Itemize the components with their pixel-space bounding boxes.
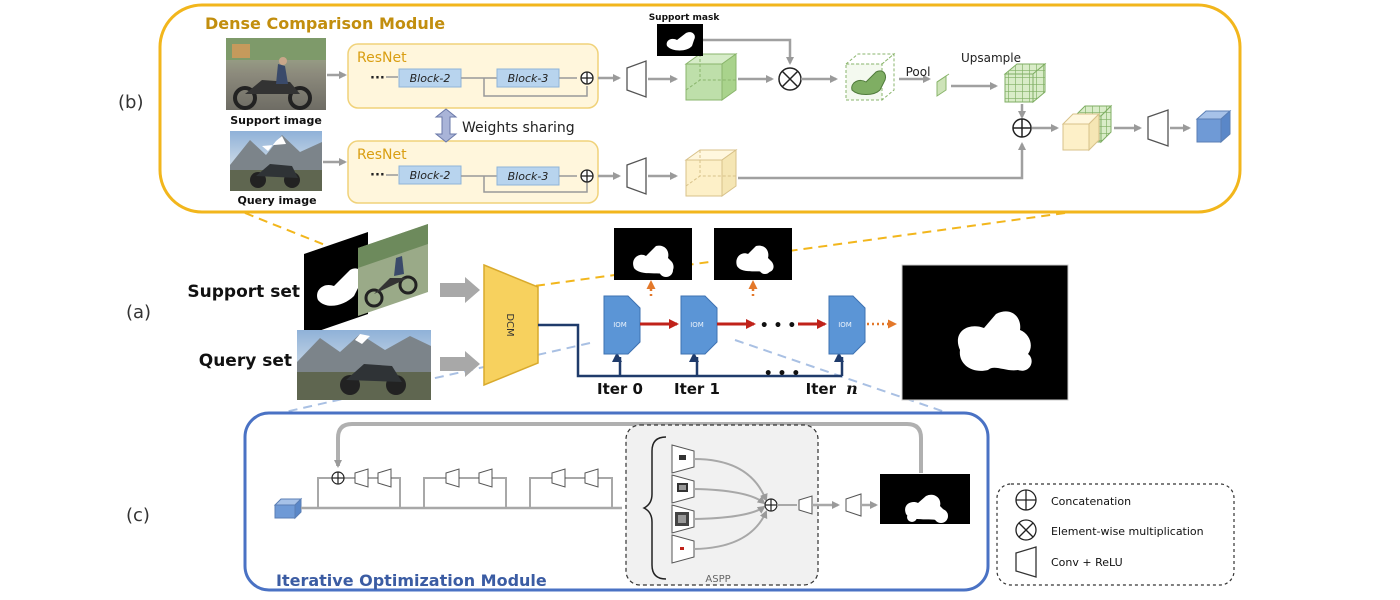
dcm-output-cube (1195, 109, 1232, 144)
legend-conv-icon (1015, 546, 1037, 578)
support-mask-image (657, 24, 703, 56)
iom-input-cube (273, 497, 303, 520)
block3-bottom-label: Block-3 (508, 170, 549, 183)
iom-border (243, 411, 990, 592)
masked-feature-cube (844, 52, 896, 101)
panel-a-label: (a) (126, 302, 151, 323)
concat-icon-merge (1012, 118, 1032, 138)
dense-comparison-module: Dense Comparison Module (b) Support imag… (118, 3, 1242, 214)
aspp-branch-4 (671, 534, 695, 564)
query-set-label: Query set (199, 351, 292, 371)
pool-label: Pool (906, 65, 931, 79)
query-feature-cube (684, 149, 738, 197)
dcm-block-label: DCM (504, 313, 515, 336)
resnet-bottom-label: ResNet (357, 147, 407, 163)
concatenated-feature-cube (1061, 104, 1113, 152)
dcm-to-iter-line (538, 323, 842, 378)
iom-block-n-label: IOM (838, 321, 852, 329)
block2-bottom (398, 165, 462, 185)
iom-connector-left (284, 342, 591, 413)
aspp-concat-icon (764, 498, 778, 512)
main-pipeline: (a) Support set Query set (126, 224, 1069, 401)
concat-icon-top (580, 71, 594, 85)
conv-relu-icon-bottom (626, 157, 647, 195)
query-set-photo (297, 330, 431, 400)
weights-sharing-arrow-icon (434, 108, 458, 143)
resnet-top: ResNet ··· Block-2 Block-3 (347, 43, 599, 109)
concat-icon-bottom (580, 169, 594, 183)
upsampled-feature-cube (1003, 62, 1047, 104)
support-image-label: Support image (230, 114, 322, 127)
dcm-border (158, 3, 1242, 214)
legend: Concatenation Element-wise multiplicatio… (996, 483, 1235, 586)
feedback-loop (334, 422, 923, 473)
residual-block-3 (529, 468, 613, 508)
iter-n-var: n (846, 379, 858, 398)
resnet-bottom-ellipsis: ··· (370, 168, 385, 183)
query-image-label: Query image (237, 194, 316, 207)
legend-conv-label: Conv + ReLU (1051, 556, 1123, 569)
iter-n-prefix: Iter (806, 380, 837, 398)
block3-top-label: Block-3 (508, 72, 549, 85)
final-mask (902, 265, 1068, 400)
block2-top-label: Block-2 (410, 72, 451, 85)
upsample-label: Upsample (961, 51, 1021, 65)
conv-relu-icon-top (626, 60, 647, 98)
iom-block-1-label: IOM (690, 321, 704, 329)
support-mask-label: Support mask (649, 13, 721, 23)
iom-conv-icon (845, 493, 862, 517)
panel-b-label: (b) (118, 92, 143, 113)
support-set-photo (358, 224, 428, 316)
query-to-dcm-arrow (440, 351, 480, 377)
legend-multiply-icon (1015, 519, 1037, 541)
iter-0-label: Iter 0 (597, 380, 643, 398)
panel-c-label: (c) (126, 505, 150, 526)
support-set-mask (304, 232, 368, 336)
iom-block-1: IOM (680, 295, 718, 355)
conv-relu-icon-output (1147, 109, 1169, 147)
iom-block-0-label: IOM (613, 321, 627, 329)
iom-output-mask (880, 474, 970, 524)
dcm-title: Dense Comparison Module (205, 14, 445, 33)
iom-block-n: IOM (828, 295, 866, 355)
support-to-dcm-arrow (440, 277, 480, 303)
iom-block-0: IOM (603, 295, 641, 355)
support-image-photo (226, 38, 326, 110)
aspp-block: ASPP (625, 424, 819, 586)
dcm-connector-right (519, 212, 1066, 289)
legend-concat-label: Concatenation (1051, 495, 1131, 508)
resnet-top-ellipsis: ··· (370, 71, 385, 86)
support-feature-cube (684, 53, 738, 101)
weights-sharing-label: Weights sharing (462, 120, 575, 136)
legend-mult-label: Element-wise multiplication (1051, 525, 1204, 538)
residual-block-2 (423, 468, 507, 508)
iter-1-label: Iter 1 (674, 380, 720, 398)
iterative-optimization-module: Iterative Optimization Module (c) (126, 411, 990, 592)
resnet-bottom: ResNet ··· Block-2 Block-3 (347, 140, 599, 204)
aspp-branch-3 (671, 504, 695, 534)
aspp-branch-1 (671, 444, 695, 474)
legend-concat-icon (1015, 489, 1037, 511)
resnet-top-label: ResNet (357, 50, 407, 66)
block2-bottom-label: Block-2 (410, 169, 451, 182)
query-image-photo (230, 131, 322, 191)
iom-title: Iterative Optimization Module (276, 571, 547, 590)
aspp-branch-2 (671, 474, 695, 504)
dcm-block: DCM (483, 263, 539, 387)
iter-input-ellipsis: • • • (764, 366, 801, 382)
support-set-label: Support set (187, 282, 300, 302)
iter-ellipsis: • • • (760, 318, 797, 334)
intermediate-mask-1 (714, 228, 792, 280)
aspp-label: ASPP (705, 574, 730, 585)
residual-block-1 (317, 468, 401, 508)
intermediate-mask-0 (614, 228, 692, 280)
pooled-vector (936, 73, 950, 97)
multiply-icon (778, 67, 802, 91)
